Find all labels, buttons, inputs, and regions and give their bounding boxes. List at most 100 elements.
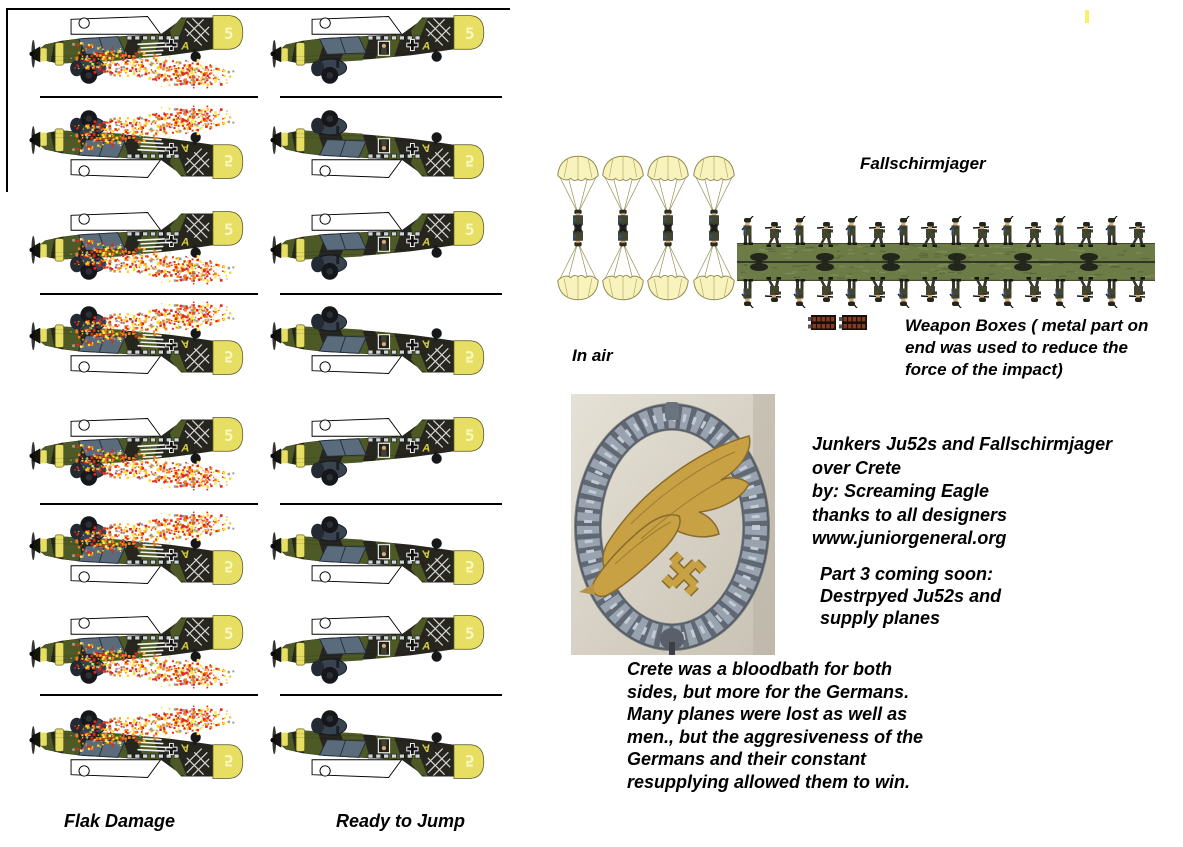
ju52-flak-damaged: 5 A <box>26 506 258 590</box>
rudder <box>453 744 485 779</box>
wreath <box>574 402 770 655</box>
soldier-standing <box>793 216 806 245</box>
wing-plan-outline <box>311 159 403 178</box>
paratrooper-figure <box>617 227 629 247</box>
rudder <box>212 744 244 779</box>
belly-engine-and-wheel <box>70 110 107 136</box>
cabin-windows <box>126 753 180 759</box>
wing-plan-outline <box>311 565 403 584</box>
fuselage-code: A <box>180 237 189 249</box>
balkenkreuz-marking: A <box>406 38 430 53</box>
wing-plan-outline <box>70 159 162 178</box>
cabin-windows <box>126 153 180 159</box>
cockpit-canopy <box>318 36 367 55</box>
belly-engine-and-wheel <box>70 516 107 542</box>
ju52-flak-damaged: 5 A <box>26 412 258 496</box>
cockpit-canopy <box>77 232 126 251</box>
weapon-note-line-3: force of the impact) <box>905 360 1063 379</box>
cut-line-left <box>6 8 8 192</box>
smoke-streaks <box>137 737 173 752</box>
wing-plan-outline <box>311 418 403 437</box>
belly-engine-and-wheel <box>311 306 348 332</box>
rudder <box>453 417 485 452</box>
tail-number: 5 <box>465 347 475 366</box>
fuselage-code: A <box>421 237 430 249</box>
corrugation-lines <box>289 248 412 257</box>
belly-engine-and-wheel <box>311 254 348 280</box>
smoke-streaks <box>137 444 173 459</box>
corrugation-lines <box>289 733 412 742</box>
fallschirmjager-label: Fallschirmjager <box>860 154 986 173</box>
ju52-ready-to-jump: 5 A <box>267 610 499 694</box>
tail-number: 5 <box>465 220 475 239</box>
fuselage-code: A <box>180 141 189 153</box>
ju52-row-6: 5 A <box>0 506 510 590</box>
soldier-advancing <box>816 222 834 247</box>
wing-plan-outline <box>70 355 162 374</box>
cockpit-canopy <box>318 545 367 564</box>
nose-engine <box>270 39 305 68</box>
wing-plan-outline <box>311 355 403 374</box>
nose-engine <box>270 235 305 264</box>
tail-number: 5 <box>224 624 234 643</box>
paratrooper-parachute <box>645 147 691 309</box>
credits-subtitle: over Crete <box>812 457 902 478</box>
soldier-standing <box>1001 279 1014 308</box>
soldier-standing <box>949 216 962 245</box>
tail-insignia-hatch <box>184 617 210 646</box>
weapon-box <box>808 315 836 330</box>
balkenkreuz-marking: A <box>165 141 189 156</box>
corrugation-lines <box>289 133 412 142</box>
credits-block: Junkers Ju52s and Fallschirmjager over C… <box>812 433 1112 551</box>
nose-engine <box>29 441 64 470</box>
stray-yellow-mark <box>1085 10 1089 23</box>
tail-number: 5 <box>224 24 234 43</box>
tail-insignia-hatch <box>184 148 210 177</box>
prone-figure <box>948 253 966 271</box>
belly-engine-and-wheel <box>70 710 107 736</box>
cabin-windows <box>126 231 180 237</box>
paratrooper-figure <box>572 227 584 247</box>
cockpit-canopy <box>318 739 367 758</box>
coming-soon-block: Part 3 coming soon: Destrpyed Ju52s and … <box>820 563 1001 629</box>
belly-engine-and-wheel <box>311 710 348 736</box>
prone-figure <box>1014 253 1032 271</box>
cabin-windows <box>367 231 421 237</box>
belly-engine-and-wheel <box>311 516 348 542</box>
belly-engine-and-wheel <box>311 658 348 684</box>
jump-door-with-paratrooper <box>377 442 391 458</box>
belly-engine-and-wheel <box>70 254 107 280</box>
ju52-row-8: 5 A <box>0 700 510 784</box>
tail-insignia-hatch <box>184 419 210 448</box>
wing-plan-outline <box>70 212 162 231</box>
jump-door-with-paratrooper <box>377 138 391 154</box>
tail-insignia-hatch <box>425 748 451 777</box>
corrugation-lines <box>48 329 171 338</box>
nose-engine <box>29 726 64 755</box>
tail-wheel <box>431 49 442 62</box>
tail-number: 5 <box>465 24 475 43</box>
soldier-standing <box>793 279 806 308</box>
ju52-row-3: 5 A <box>0 206 510 290</box>
tail-wheel <box>431 245 442 258</box>
wing-plan-outline <box>70 16 162 35</box>
ju52-flak-damaged: 5 A <box>26 610 258 694</box>
ju52-flak-damaged: 5 A <box>26 206 258 290</box>
soldier-advancing <box>972 277 990 302</box>
ju52-ready-to-jump: 5 A <box>267 506 499 590</box>
fuselage-code: A <box>421 443 430 455</box>
nose-engine <box>270 726 305 755</box>
soldier-advancing <box>816 277 834 302</box>
belly-engine-and-wheel <box>311 58 348 84</box>
tail-insignia-hatch <box>184 213 210 242</box>
fire-cloud <box>70 301 235 348</box>
fuselage-code: A <box>421 141 430 153</box>
weapon-boxes <box>808 314 870 332</box>
fold-line <box>280 503 502 505</box>
tail-number: 5 <box>224 751 234 770</box>
soldier-standing <box>1053 216 1066 245</box>
jump-door-with-paratrooper <box>377 236 391 252</box>
nose-engine <box>270 441 305 470</box>
weapon-note-line-1: Weapon Boxes ( metal part on <box>905 316 1149 335</box>
